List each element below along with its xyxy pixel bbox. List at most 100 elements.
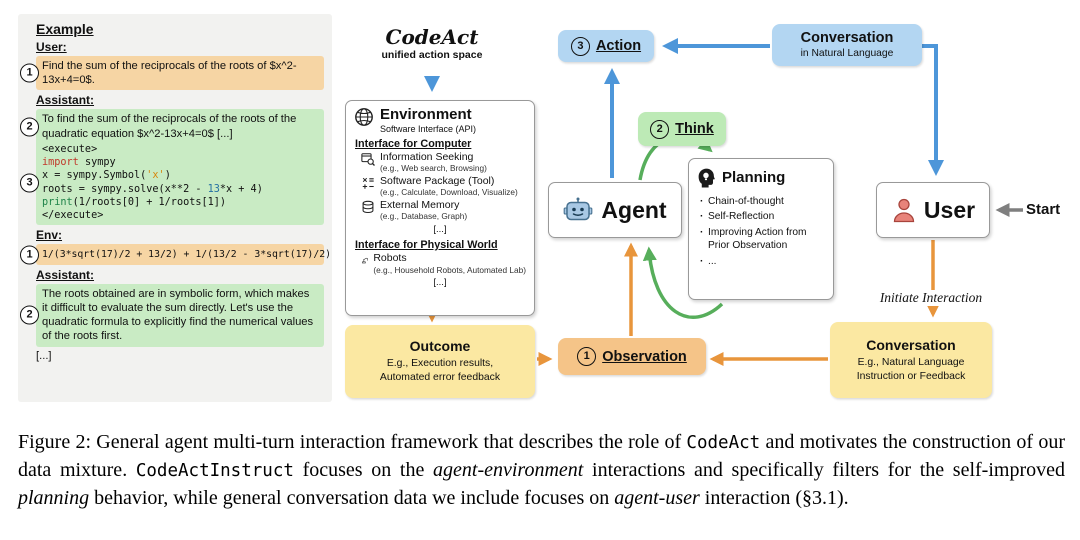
caption-segment: interaction (§3.1). (699, 487, 849, 509)
assistant-thought: 2 To find the sum of the reciprocals of … (20, 112, 318, 140)
code-line: print(1/roots[0] + 1/roots[1]) (42, 196, 227, 208)
code-line: import sympy (42, 157, 116, 169)
interface-physical-section: Interface for Physical World (355, 238, 498, 251)
assistant-role-label: Assistant: (36, 267, 95, 282)
env-item-name: Robots (373, 251, 407, 264)
assistant-role-label: Assistant: (36, 93, 95, 108)
example-title: Example (36, 21, 94, 37)
code-line: x = sympy.Symbol('x') (42, 170, 171, 182)
interface-computer-section: Interface for Computer (355, 137, 472, 150)
figure-caption: Figure 2: General agent multi-turn inter… (18, 428, 1065, 512)
assistant-thought-text: To find the sum of the reciprocals of th… (42, 113, 297, 140)
outcome-box: Outcome E.g., Execution results, Automat… (345, 325, 535, 398)
assistant-turn-2: 2 The roots obtained are in symbolic for… (20, 283, 324, 347)
outcome-detail: E.g., Execution results, Automated error… (380, 357, 500, 384)
arrow-conversation-to-user (922, 44, 944, 176)
conversation-bottom-detail: E.g., Natural Language Instruction or Fe… (857, 356, 966, 383)
action-node: 3 Action (558, 30, 654, 62)
step-1-marker: 1 (20, 245, 39, 265)
conversation-top-node: Conversation in Natural Language (772, 24, 922, 66)
action-number: 3 (570, 36, 590, 56)
step-2-marker: 2 (20, 117, 39, 137)
arrow-planning-to-agent (642, 246, 724, 320)
assistant-thought-2-text: The roots obtained are in symbolic form,… (42, 287, 314, 343)
planning-bullet: Self-Reflection (699, 210, 825, 224)
think-label: Think (675, 121, 714, 137)
robot-arm-icon (362, 257, 368, 264)
think-node: 2 Think (638, 112, 726, 146)
env-output-text: 1/(3*sqrt(17)/2 + 13/2) + 1/(13/2 - 3*sq… (42, 249, 332, 261)
env-item-text: Software Package (Tool) (e.g., Calculate… (380, 174, 518, 198)
caption-segment: behavior, while general conversation dat… (89, 487, 615, 509)
env-item-detail: (e.g., Calculate, Download, Visualize) (380, 187, 518, 198)
env-item-name: Information Seeking (380, 150, 474, 163)
env-item-name: External Memory (380, 198, 460, 211)
environment-box: Environment Software Interface (API) Int… (345, 100, 535, 316)
conversation-bottom-line-2: Instruction or Feedback (856, 370, 966, 382)
planning-head-icon (698, 168, 715, 188)
software-package-icon (362, 177, 374, 189)
assistant-turn: 2 To find the sum of the reciprocals of … (20, 109, 324, 226)
caption-segment: Figure 2: General agent multi-turn inter… (18, 431, 687, 453)
planning-bullets: Chain-of-thought Self-Reflection Improvi… (699, 195, 825, 269)
example-panel: Example User: 1 Find the sum of the reci… (18, 14, 332, 402)
caption-segment-italic: agent-user (614, 487, 700, 509)
observation-node: 1 Observation (558, 338, 706, 375)
caption-segment-mono: CodeActInstruct (135, 461, 294, 481)
observation-label: Observation (602, 348, 687, 365)
start-label: Start (1026, 201, 1061, 218)
example-ellipsis: [...] (36, 349, 52, 362)
planning-bullet: ... (699, 255, 825, 269)
env-ellipsis: [...] (433, 277, 447, 289)
agent-node: Agent (548, 182, 682, 238)
outcome-title: Outcome (409, 338, 471, 355)
conversation-top-title: Conversation (800, 30, 894, 47)
conversation-bottom-node: Conversation E.g., Natural Language Inst… (830, 322, 992, 398)
user-role-label: User: (36, 40, 67, 54)
caption-segment-mono: CodeAct (686, 433, 761, 453)
conversation-bottom-line-1: E.g., Natural Language (857, 356, 965, 368)
external-memory-icon (362, 200, 374, 213)
environment-header-text: Environment Software Interface (API) (380, 107, 476, 134)
robot-face-icon (564, 197, 593, 221)
observation-number: 1 (577, 347, 597, 366)
step-1-marker: 1 (20, 63, 39, 83)
env-item-detail: (e.g., Database, Graph) (380, 211, 468, 222)
caption-segment: focuses on the (293, 459, 434, 481)
action-label: Action (595, 38, 642, 54)
caption-segment: interactions and specifically filters fo… (583, 459, 1065, 481)
user-message-text: Find the sum of the reciprocals of the r… (42, 60, 297, 87)
user-label: User (923, 196, 976, 223)
agent-label: Agent (601, 196, 667, 223)
user-message: 1 Find the sum of the reciprocals of the… (20, 56, 324, 91)
conversation-bottom-title: Conversation (866, 336, 956, 353)
initiate-interaction-label: Initiate Interaction (852, 290, 1010, 306)
step-2-marker: 2 (20, 305, 39, 325)
user-person-icon (893, 198, 915, 223)
planning-bullet: Improving Action from Prior Observation (699, 226, 825, 253)
env-item-name: Software Package (Tool) (380, 174, 495, 187)
env-role-label: Env: (36, 228, 63, 243)
code-open-tag: <execute> (42, 143, 98, 155)
planning-box: Planning Chain-of-thought Self-Reflectio… (688, 158, 834, 300)
code-close-tag: </execute> (42, 210, 104, 222)
think-number: 2 (650, 119, 670, 139)
planning-header: Planning (697, 167, 825, 188)
planning-title: Planning (722, 169, 786, 186)
env-item-text: Robots (e.g., Household Robots, Automate… (373, 251, 526, 275)
caption-segment-italic: planning (18, 487, 90, 509)
information-seeking-icon (361, 152, 375, 166)
environment-title: Environment (380, 106, 472, 123)
codeact-subtitle: unified action space (381, 49, 483, 61)
codeact-label: CodeAct unified action space (364, 26, 500, 61)
env-ellipsis: [...] (433, 223, 447, 235)
env-item-text: Information Seeking (e.g., Web search, B… (380, 150, 487, 174)
env-item-text: External Memory (e.g., Database, Graph) (380, 198, 468, 222)
env-item: External Memory (e.g., Database, Graph) (361, 198, 526, 222)
env-item-detail: (e.g., Household Robots, Automated Lab) (373, 264, 526, 275)
globe-icon (355, 108, 373, 126)
user-node: User (876, 182, 990, 238)
